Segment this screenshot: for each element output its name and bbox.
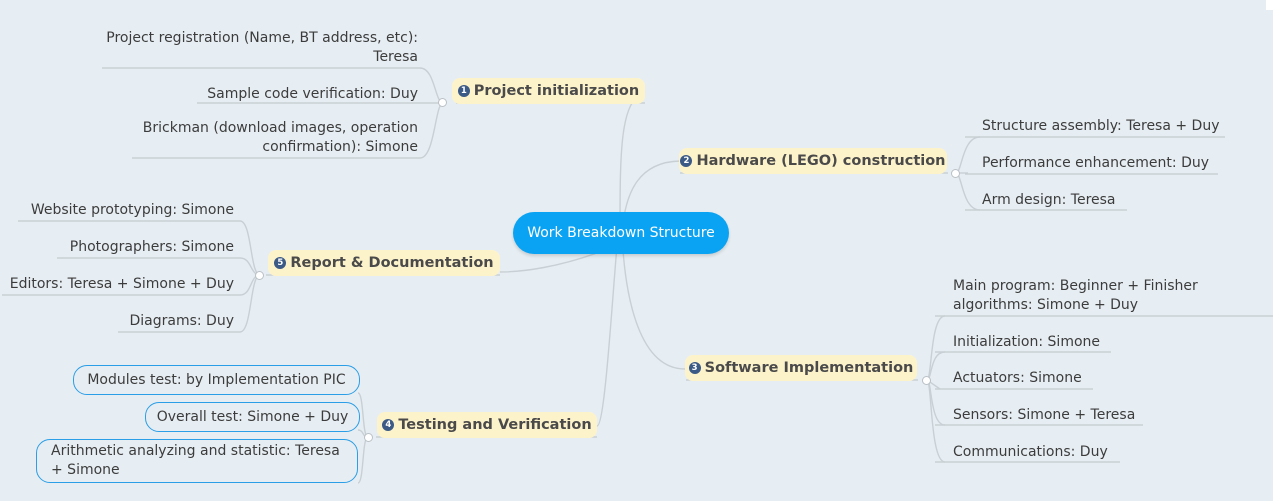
leaf-topic[interactable]: Sample code verification: Duy <box>207 86 418 102</box>
branch-label: Project initialization <box>473 83 640 99</box>
leaf-topic-selected[interactable]: Arithmetic analyzing and statistic: Tere… <box>36 439 358 483</box>
connector <box>419 102 444 159</box>
collapse-toggle[interactable] <box>951 169 960 178</box>
branch-label: Report & Documentation <box>290 255 494 271</box>
leaf-topic[interactable]: Arm design: Teresa <box>982 192 1116 208</box>
connector <box>239 274 261 333</box>
leaf-topic-selected[interactable]: Modules test: by Implementation PIC <box>73 365 360 395</box>
connector <box>621 233 686 370</box>
leaf-topic[interactable]: Sensors: Simone + Teresa <box>953 407 1136 423</box>
number-5-icon: 5 <box>274 257 287 269</box>
leaf-topic[interactable]: Actuators: Simone <box>953 370 1082 386</box>
leaf-topic[interactable]: Communications: Duy <box>953 444 1108 460</box>
branch-project-initialization[interactable]: 1 Project initialization <box>452 78 645 104</box>
collapse-toggle[interactable] <box>255 271 264 280</box>
leaf-label: Modules test: by Implementation PIC <box>87 371 346 388</box>
branch-label: Software Implementation <box>704 360 914 376</box>
collapse-toggle[interactable] <box>364 433 373 442</box>
leaf-topic[interactable]: Brickman (download images, operation con… <box>142 120 418 155</box>
branch-label: Testing and Verification <box>398 417 592 433</box>
number-2-icon: 2 <box>680 155 693 167</box>
leaf-label: Arithmetic analyzing and statistic: Tere… <box>51 443 340 478</box>
leaf-topic[interactable]: Website prototyping: Simone <box>30 202 234 218</box>
leaf-topic[interactable]: Initialization: Simone <box>953 334 1101 350</box>
connector <box>955 172 981 211</box>
connector <box>239 220 261 276</box>
number-3-icon: 3 <box>688 362 701 374</box>
leaf-topic[interactable]: Structure assembly: Teresa + Duy <box>982 118 1220 134</box>
leaf-topic-selected[interactable]: Overall test: Simone + Duy <box>145 402 360 432</box>
collapse-toggle[interactable] <box>922 376 931 385</box>
connector <box>596 233 619 427</box>
leaf-label: Overall test: Simone + Duy <box>156 408 349 425</box>
branch-software-implementation[interactable]: 3 Software Implementation <box>685 355 917 381</box>
branch-hardware-construction[interactable]: 2 Hardware (LEGO) construction <box>679 148 947 174</box>
leaf-topic[interactable]: Diagrams: Duy <box>129 313 234 329</box>
scroll-corner <box>1266 0 1273 10</box>
branch-testing-verification[interactable]: 4 Testing and Verification <box>377 412 597 438</box>
leaf-topic[interactable]: Project registration (Name, BT address, … <box>106 30 418 65</box>
number-1-icon: 1 <box>457 85 470 97</box>
leaf-topic[interactable]: Photographers: Simone <box>69 239 234 255</box>
connector <box>955 136 981 174</box>
number-4-icon: 4 <box>382 419 395 431</box>
connector <box>926 315 946 381</box>
connector <box>357 436 369 484</box>
leaf-topic[interactable]: Main program: Beginner + Finisher algori… <box>953 278 1198 313</box>
central-topic[interactable]: Work Breakdown Structure <box>513 212 729 254</box>
collapse-toggle[interactable] <box>438 98 447 107</box>
connector <box>926 379 946 463</box>
leaf-topic[interactable]: Editors: Teresa + Simone + Duy <box>9 276 234 292</box>
branch-label: Hardware (LEGO) construction <box>696 153 946 169</box>
branch-report-documentation[interactable]: 5 Report & Documentation <box>268 250 500 276</box>
leaf-topic[interactable]: Performance enhancement: Duy <box>982 155 1210 171</box>
